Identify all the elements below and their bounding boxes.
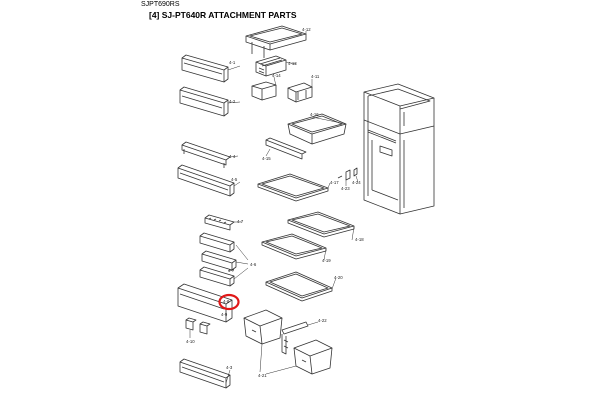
freezer-shelf-4-12 bbox=[245, 25, 307, 58]
door-pocket-4-1 bbox=[181, 54, 229, 83]
label-4-2: 4-2 bbox=[229, 99, 236, 104]
label-4-18: 4-18 bbox=[355, 237, 364, 242]
label-4-6: 4-6 bbox=[250, 262, 257, 267]
crisper-drawer-4-21a bbox=[243, 309, 283, 345]
label-4-23: 4-23 bbox=[341, 186, 350, 191]
refrigerator-cabinet bbox=[363, 83, 435, 215]
label-4-7: 4-7 bbox=[237, 219, 244, 224]
shelf-strip-4-15 bbox=[265, 137, 307, 160]
small-pocket-4-6b bbox=[201, 250, 237, 271]
label-4-5: 4-5 bbox=[231, 177, 238, 182]
label-4-21: 4-21 bbox=[258, 373, 267, 378]
door-pocket-4-3 bbox=[179, 358, 231, 389]
label-4-15: 4-15 bbox=[262, 156, 271, 161]
highlight-circle bbox=[218, 293, 240, 311]
crisper-drawer-4-21b bbox=[293, 339, 333, 375]
ice-tray-4-13 bbox=[255, 55, 287, 77]
small-parts-4-23-4-24 bbox=[337, 167, 358, 181]
label-4-10: 4-10 bbox=[186, 339, 195, 344]
label-4-4: 4-4 bbox=[229, 154, 236, 159]
ice-box-4-14 bbox=[251, 81, 277, 101]
door-guard-4-4 bbox=[181, 141, 231, 168]
small-pocket-4-6c bbox=[199, 266, 235, 287]
label-4-12: 4-12 bbox=[302, 27, 311, 32]
label-4-3: 4-3 bbox=[226, 365, 233, 370]
large-pocket-4-9 bbox=[177, 283, 233, 323]
basket-4-16 bbox=[287, 113, 347, 145]
label-4-11: 4-11 bbox=[311, 74, 320, 79]
egg-tray-4-7 bbox=[204, 214, 235, 231]
label-4-8: 4-8 bbox=[223, 299, 230, 304]
clip-4-10 bbox=[185, 317, 211, 335]
label-4-22: 4-22 bbox=[318, 318, 327, 323]
label-4-13: 4-13 bbox=[288, 61, 297, 66]
model-number: SJPT690RS bbox=[141, 1, 180, 8]
label-4-16: 4-16 bbox=[310, 112, 319, 117]
label-4-14: 4-14 bbox=[272, 73, 281, 78]
label-4-19: 4-19 bbox=[322, 258, 331, 263]
glass-shelf-4-19 bbox=[261, 233, 327, 260]
small-pocket-4-6a bbox=[199, 232, 235, 253]
section-title: [4] SJ-PT640R ATTACHMENT PARTS bbox=[149, 10, 297, 20]
label-4-17: 4-17 bbox=[330, 180, 339, 185]
bracket-4-22 bbox=[281, 321, 309, 355]
glass-shelf-4-20 bbox=[265, 271, 333, 302]
label-4-20: 4-20 bbox=[334, 275, 343, 280]
label-4-24: 4-24 bbox=[352, 180, 361, 185]
leader-lines bbox=[189, 31, 359, 384]
door-pocket-4-5 bbox=[177, 164, 235, 197]
glass-shelf-4-18 bbox=[287, 211, 355, 238]
cover-4-11 bbox=[287, 82, 313, 103]
glass-shelf-4-17 bbox=[257, 173, 329, 202]
part-labels: 4-1 4-2 4-4 4-5 4-7 4-7 4-6 4-8 4-9 4-10… bbox=[186, 27, 364, 378]
label-4-7b: 4-7 bbox=[228, 268, 235, 273]
label-4-1: 4-1 bbox=[229, 60, 236, 65]
door-pocket-4-2 bbox=[179, 86, 229, 117]
label-4-9: 4-9 bbox=[221, 312, 228, 317]
